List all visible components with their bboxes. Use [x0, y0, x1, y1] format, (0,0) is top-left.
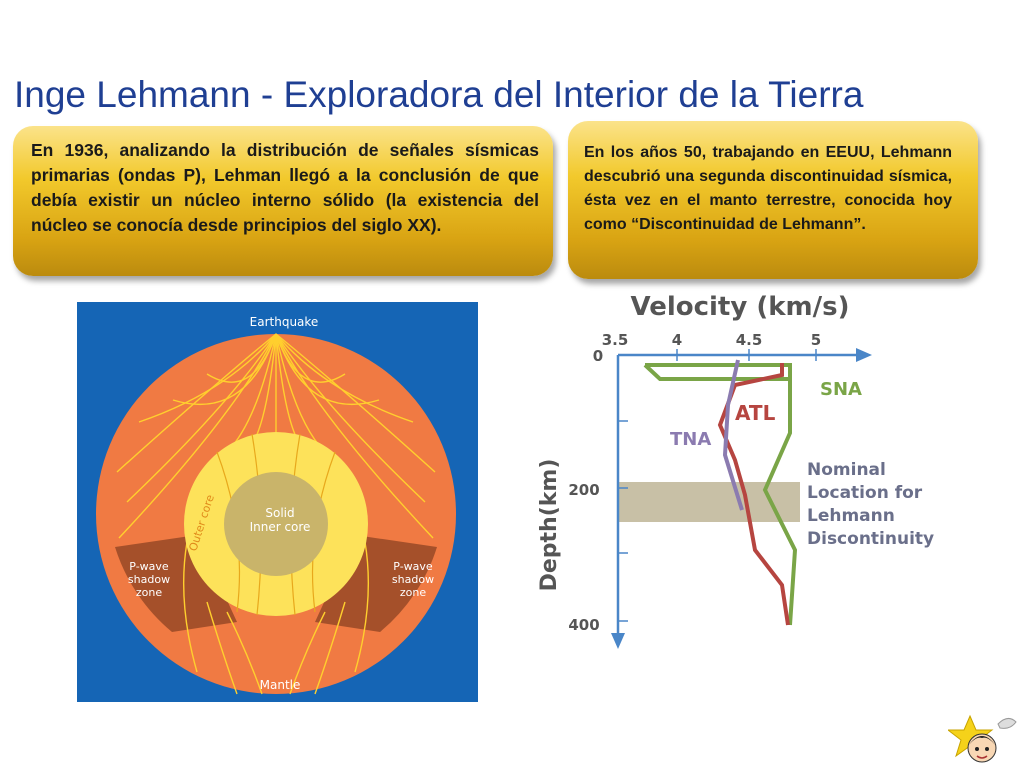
- earth-cross-section-diagram: Earthquake Solid Inner core Outer core P…: [77, 302, 478, 702]
- mascot-star-icon: [948, 714, 1017, 763]
- axes: [611, 348, 872, 649]
- inner-core-layer: [224, 472, 328, 576]
- sna-label: SNA: [820, 379, 862, 400]
- atl-label: ATL: [735, 401, 776, 425]
- mantle-label: Mantle: [260, 678, 301, 692]
- band-label-line4: Discontinuity: [807, 529, 934, 549]
- seismic-rays: [116, 333, 436, 695]
- shadow-zone-right-line3: zone: [400, 586, 426, 599]
- y-tick-0: 0: [593, 347, 603, 365]
- y-tick-200: 200: [568, 481, 599, 499]
- tna-profile: [722, 359, 744, 511]
- band-label-line2: Location for: [807, 483, 923, 503]
- callout-1936-text: En 1936, analizando la distribución de s…: [31, 140, 539, 235]
- earthquake-label: Earthquake: [250, 315, 319, 329]
- axis-ticks: [618, 349, 817, 622]
- x-tick-3-5: 3.5: [602, 331, 629, 349]
- shadow-zone-right-line1: P-wave: [393, 560, 433, 573]
- inner-core-label-line2: Inner core: [250, 520, 311, 534]
- inner-core-label-line1: Solid: [265, 506, 294, 520]
- band-label-line1: Nominal: [807, 460, 886, 480]
- y-axis-label: Depth(km): [537, 459, 562, 592]
- x-tick-5: 5: [811, 331, 821, 349]
- sna-profile: [643, 363, 798, 626]
- atl-profile: [717, 363, 790, 626]
- velocity-depth-diagram: Velocity (km/s) 3.5 4 4.5 5 0 200 400 De…: [537, 292, 934, 649]
- shadow-zone-left-line1: P-wave: [129, 560, 169, 573]
- x-tick-4: 4: [672, 331, 682, 349]
- page-title: Inge Lehmann - Exploradora del Interior …: [14, 74, 864, 115]
- tna-label: TNA: [670, 429, 711, 450]
- shadow-zone-left-line3: zone: [136, 586, 162, 599]
- y-tick-400: 400: [568, 616, 599, 634]
- band-label-line3: Lehmann: [807, 506, 895, 526]
- velocity-title: Velocity (km/s): [631, 292, 850, 322]
- x-tick-4-5: 4.5: [736, 331, 763, 349]
- shadow-zone-right-line2: shadow: [392, 573, 434, 586]
- shadow-zone-left-line2: shadow: [128, 573, 170, 586]
- callout-1950s: En los años 50, trabajando en EEUU, Lehm…: [568, 121, 978, 279]
- callout-1950s-text: En los años 50, trabajando en EEUU, Lehm…: [584, 144, 952, 233]
- callout-1936: En 1936, analizando la distribución de s…: [13, 126, 553, 276]
